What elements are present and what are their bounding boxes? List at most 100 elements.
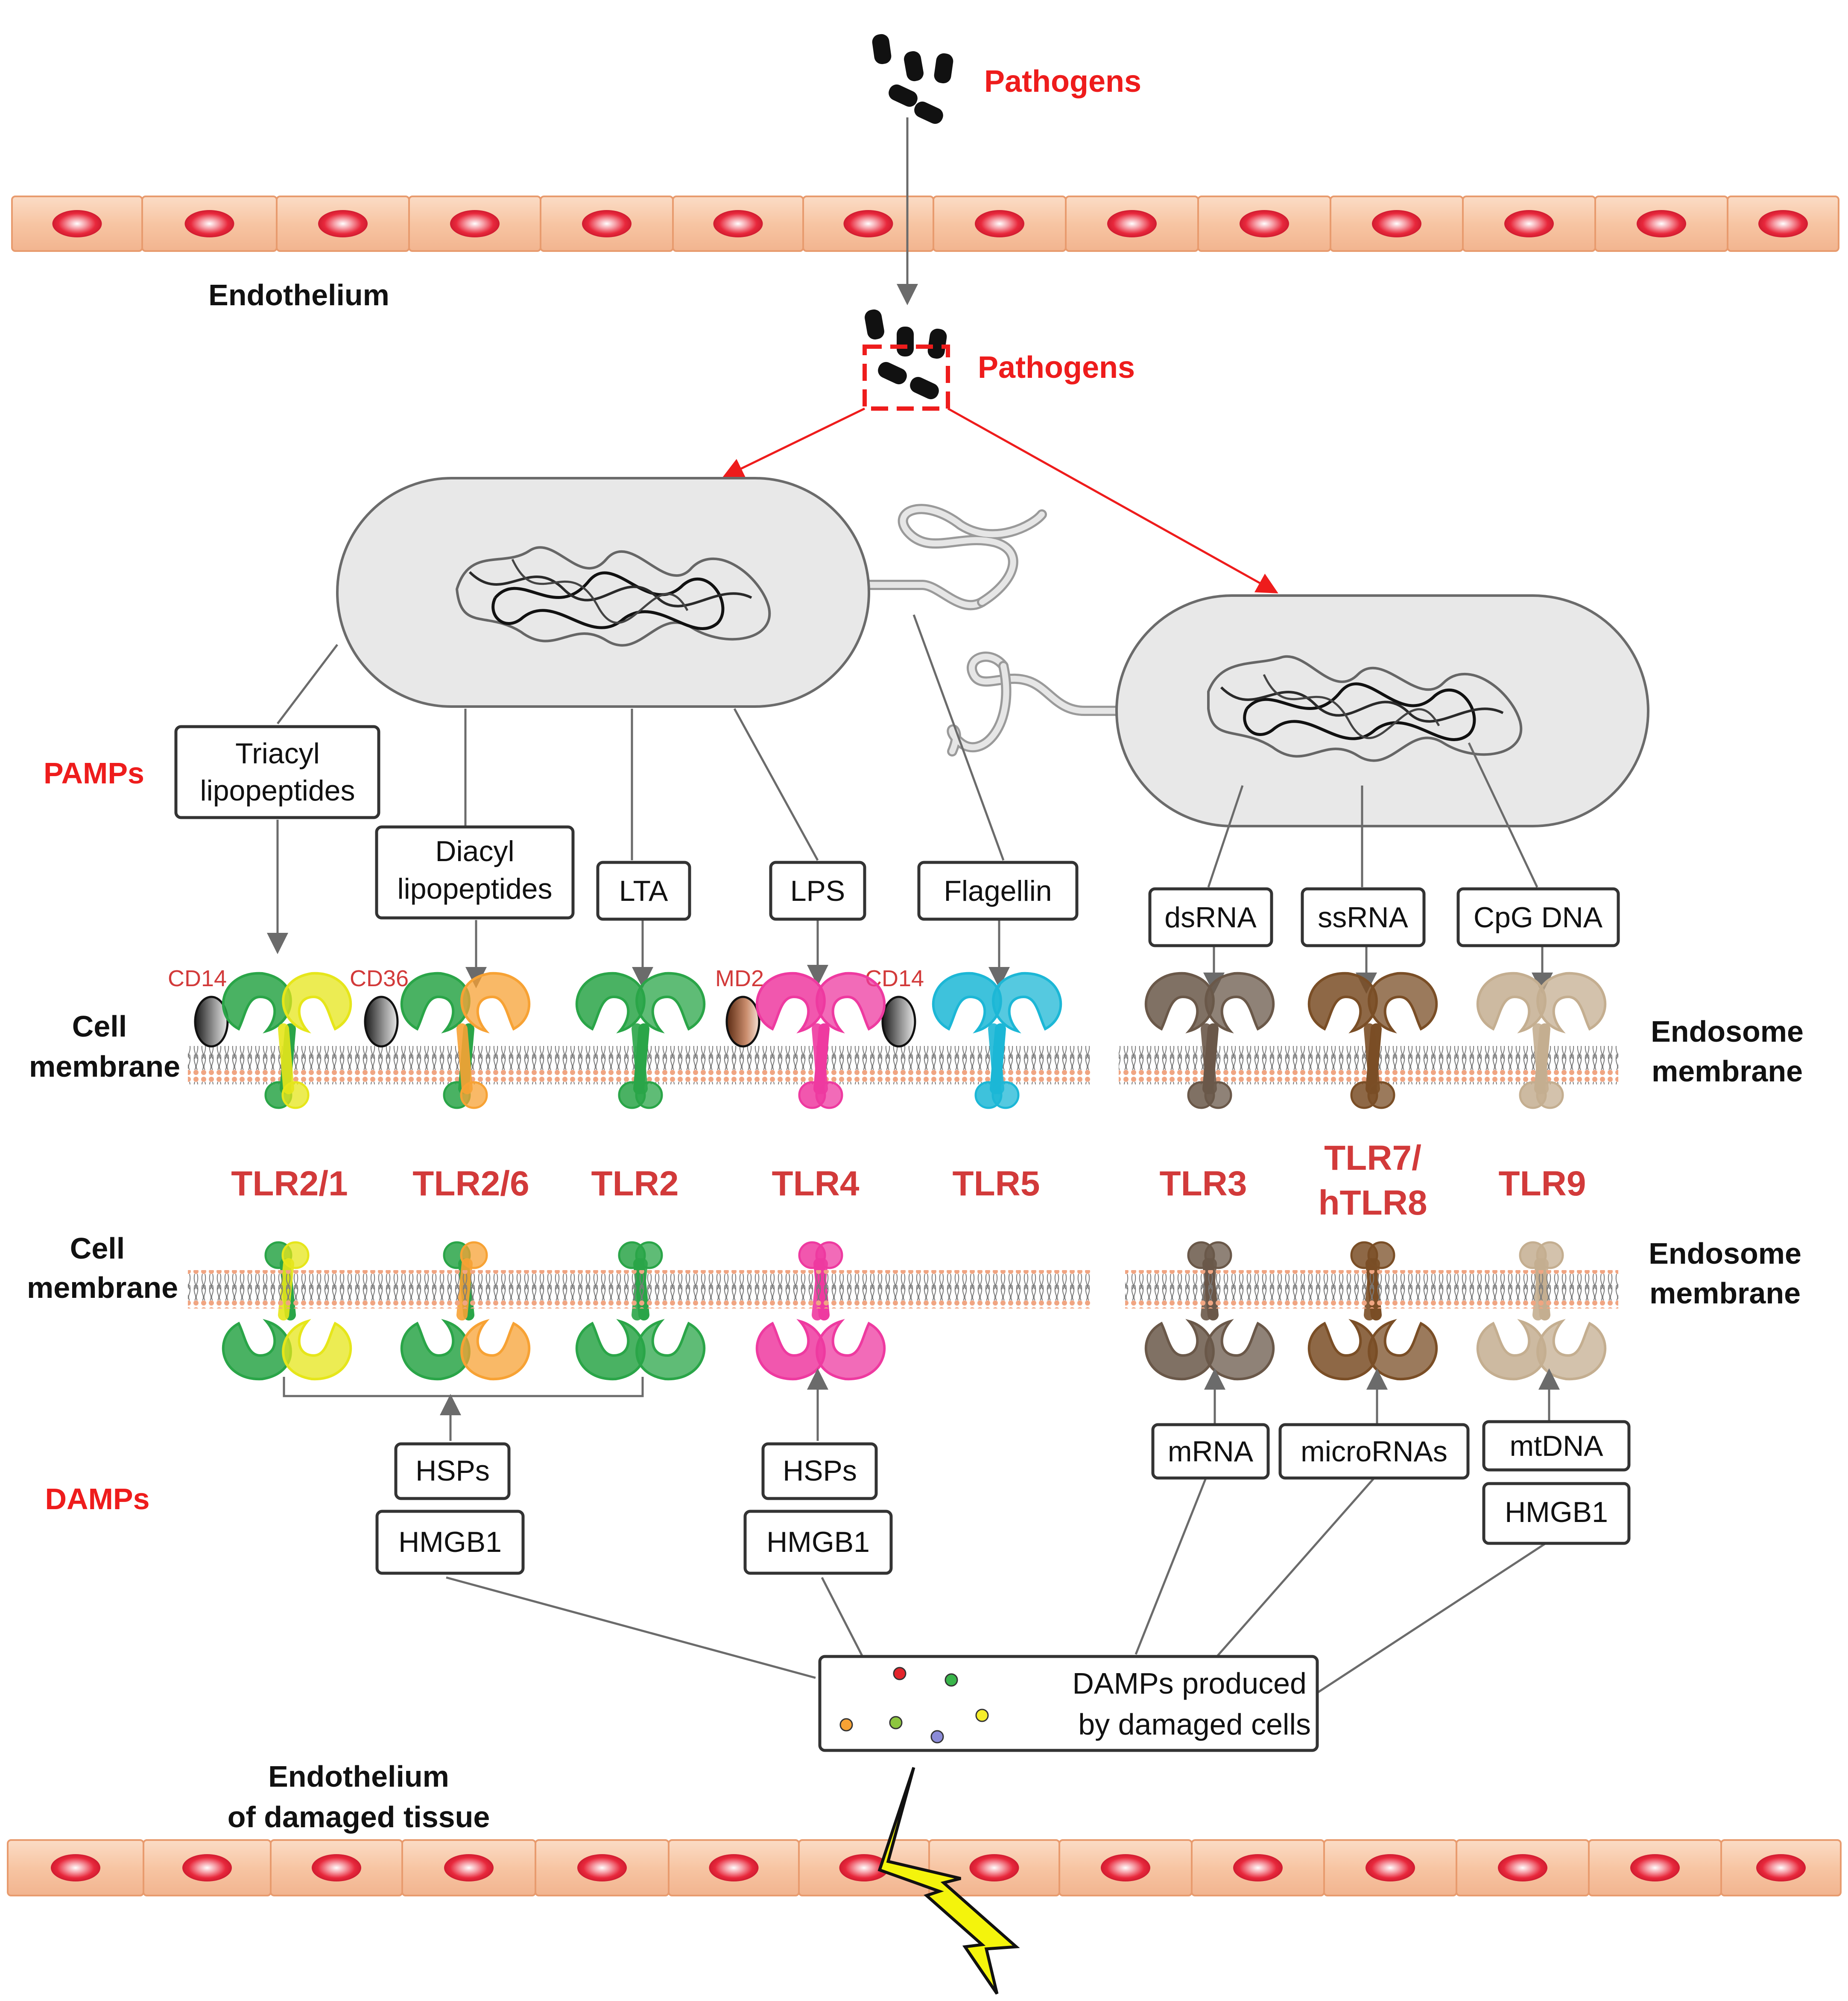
endothelial-cell [11, 196, 143, 252]
svg-text:Cell: Cell [72, 1010, 127, 1043]
damp-particle-violet [930, 1730, 944, 1744]
nucleus-icon [713, 210, 763, 237]
endothelial-cell [802, 196, 934, 252]
endosome-membrane-label-lower: Endosome membrane [1649, 1237, 1801, 1310]
svg-text:CpG DNA: CpG DNA [1474, 901, 1603, 934]
cd36-coreceptor: CD36 [350, 966, 409, 1048]
svg-text:mRNA: mRNA [1168, 1435, 1254, 1468]
endothelial-cell [1456, 1839, 1590, 1896]
svg-text:LPS: LPS [790, 875, 845, 907]
nucleus-icon [577, 1854, 627, 1881]
nucleus-icon [182, 1854, 232, 1881]
tlr4-right-chain [812, 972, 886, 1109]
tlr4-label: TLR4 [772, 1164, 860, 1203]
svg-text:DAMPs produced: DAMPs produced [1072, 1667, 1307, 1700]
nucleus-icon [52, 210, 102, 237]
tlr5-label: TLR5 [953, 1164, 1040, 1203]
flagellin-box: Flagellin [917, 861, 1079, 921]
md2-coreceptor: MD2 [715, 966, 764, 1048]
tlr3-receptor-upper [1144, 972, 1275, 1109]
triacyl-lipopeptides-box: Triacyl lipopeptides [174, 725, 380, 819]
endothelial-cell [143, 1839, 272, 1896]
nucleus-icon [1372, 210, 1421, 237]
pathogens-top-label: Pathogens [984, 64, 1141, 99]
hsps-box-a: HSPs [394, 1442, 511, 1500]
svg-text:membrane: membrane [27, 1271, 178, 1304]
nucleus-icon [975, 210, 1024, 237]
tlr9-receptor-lower [1476, 1241, 1607, 1381]
gram-negative-bacterium [947, 594, 1649, 827]
svg-text:ssRNA: ssRNA [1318, 901, 1408, 934]
endothelium-bottom [7, 1839, 1842, 1896]
hmgb1-box-c: HMGB1 [1482, 1482, 1631, 1545]
svg-text:Endothelium: Endothelium [268, 1760, 449, 1793]
svg-text:Flagellin: Flagellin [944, 875, 1052, 907]
pathogens-top-icon [872, 34, 953, 124]
mrna-box: mRNA [1151, 1423, 1270, 1480]
svg-text:Diacyl: Diacyl [435, 835, 514, 868]
damps-produced-box: DAMPs produced by damaged cells [818, 1655, 1319, 1752]
endothelium-label-bottom: Endothelium of damaged tissue [228, 1760, 490, 1834]
endothelial-cell [1594, 196, 1728, 252]
endothelial-cell [933, 196, 1067, 252]
tlr2-1-right-chain [278, 972, 352, 1109]
lps-box: LPS [769, 861, 866, 921]
damp-particle-lime [889, 1716, 903, 1729]
pamp-connectors [267, 614, 1553, 994]
tlr2-6-receptor-lower [400, 1241, 531, 1381]
tissue-damage-lightning-icon [877, 1767, 1020, 1995]
endosome-membrane-lower [1125, 1270, 1618, 1309]
svg-text:MD2: MD2 [715, 966, 764, 991]
tlr3-receptor-lower [1144, 1241, 1275, 1381]
nucleus-icon [839, 1854, 889, 1881]
svg-text:microRNAs: microRNAs [1301, 1435, 1447, 1468]
hmgb1-box-a: HMGB1 [375, 1510, 525, 1575]
nucleus-icon [51, 1854, 100, 1881]
tlr2-right-chain [632, 972, 706, 1109]
damp-particle-yellow [975, 1709, 989, 1722]
tlr2-6-right-chain [456, 972, 531, 1109]
tlr9-right-chain [1532, 972, 1607, 1109]
tlr3-right-chain [1201, 972, 1275, 1109]
pathogens-mid-label: Pathogens [978, 351, 1135, 385]
endothelial-cell [1462, 196, 1596, 252]
endothelial-cell [1720, 1839, 1842, 1896]
nucleus-icon [1637, 210, 1686, 237]
endothelial-cell [141, 196, 278, 252]
tlr2-6-label: TLR2/6 [412, 1164, 529, 1203]
nucleus-icon [1101, 1854, 1150, 1881]
endothelial-cell [276, 196, 410, 252]
cd14-left-coreceptor: CD14 [168, 966, 229, 1048]
endothelial-cell [535, 1839, 670, 1896]
svg-text:Endosome: Endosome [1649, 1237, 1801, 1270]
tlr2-1-receptor-upper [222, 972, 352, 1109]
endothelial-cell [1065, 196, 1199, 252]
pathogens-mid-icon [865, 309, 947, 400]
endothelial-cell [1191, 1839, 1325, 1896]
svg-text:HSPs: HSPs [783, 1455, 857, 1487]
endothelial-cell [408, 196, 541, 252]
nucleus-icon [1107, 210, 1157, 237]
endothelial-cell [668, 1839, 800, 1896]
endothelial-cell [1588, 1839, 1722, 1896]
nucleus-icon [582, 210, 632, 237]
tlr2-receptor-lower [575, 1241, 706, 1381]
nucleus-icon [312, 1854, 361, 1881]
nucleus-icon [969, 1854, 1019, 1881]
damp-particle-orange [839, 1718, 853, 1732]
tlr2-1-receptor-lower [222, 1241, 352, 1381]
nucleus-icon [1240, 210, 1289, 237]
svg-text:dsRNA: dsRNA [1164, 901, 1257, 934]
endothelial-cell [401, 1839, 536, 1896]
pathogen-zoom-box [863, 345, 950, 411]
ssrna-box: ssRNA [1301, 887, 1426, 947]
nucleus-icon [444, 1854, 494, 1881]
svg-text:CD14: CD14 [168, 966, 227, 991]
tlr9-receptor-upper [1476, 972, 1607, 1109]
svg-text:of damaged tissue: of damaged tissue [228, 1800, 490, 1834]
svg-text:membrane: membrane [1649, 1277, 1801, 1310]
tlr2-label: TLR2 [591, 1164, 679, 1203]
endothelial-cell [7, 1839, 144, 1896]
tlr7-8-receptor-upper [1307, 972, 1438, 1109]
nucleus-icon [1630, 1854, 1680, 1881]
